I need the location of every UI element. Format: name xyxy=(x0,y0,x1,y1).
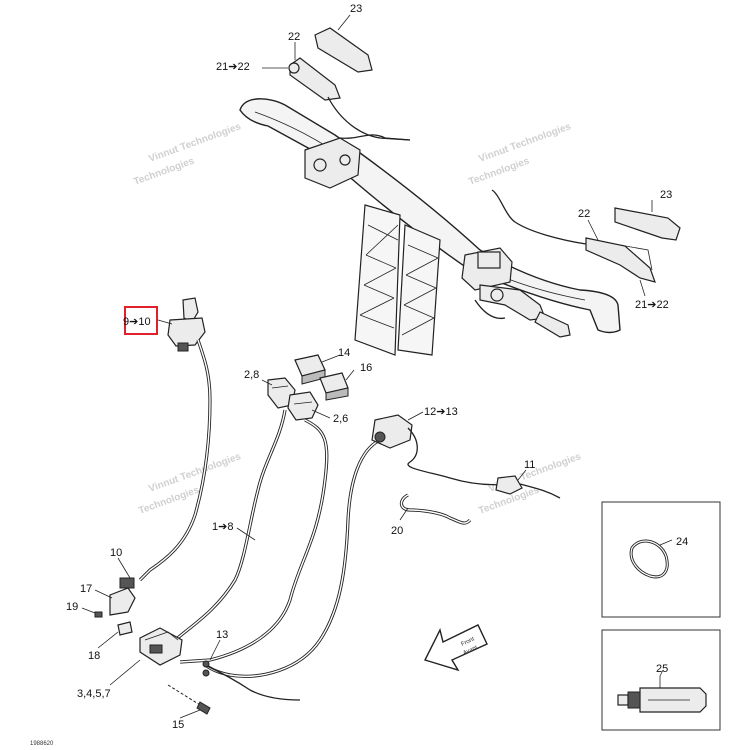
callout-2-6: 2,6 xyxy=(333,413,348,425)
callout-labels: 23 22 21➔22 23 22 21➔22 9➔10 14 16 2,8 2… xyxy=(66,3,688,731)
right-grip-assembly xyxy=(491,189,681,283)
callout-14: 14 xyxy=(338,347,350,359)
fuse-18 xyxy=(117,621,133,636)
callout-13: 13 xyxy=(216,629,228,641)
callout-12-13: 12➔13 xyxy=(424,406,458,418)
inset-box-25 xyxy=(601,629,721,731)
callout-25: 25 xyxy=(656,663,668,675)
callout-22b: 22 xyxy=(578,208,590,220)
callout-9-10: 9➔10 xyxy=(123,316,151,328)
callout-21-22a: 21➔22 xyxy=(216,61,250,73)
handlebar-riser xyxy=(354,204,441,356)
highlight-box xyxy=(124,306,158,335)
junction-box-3457 xyxy=(139,627,183,666)
callout-19: 19 xyxy=(66,601,78,613)
callout-20: 20 xyxy=(391,525,403,537)
watermark-6: Technologies xyxy=(137,485,201,517)
connector-14 xyxy=(294,354,326,385)
front-direction-arrow: Front Avant xyxy=(424,624,488,672)
watermark-4: Technologies xyxy=(467,156,531,188)
tie-13 xyxy=(202,660,210,668)
connector-16 xyxy=(319,372,349,401)
watermark-1: Vinnut Technologies xyxy=(147,121,243,165)
callout-23a: 23 xyxy=(350,3,362,15)
callout-2-8: 2,8 xyxy=(244,369,259,381)
callout-22a: 22 xyxy=(288,31,300,43)
callout-16: 16 xyxy=(360,362,372,374)
callout-3-4-5-7: 3,4,5,7 xyxy=(77,688,111,700)
clip-20 xyxy=(399,493,472,525)
arrow-label-front: Front xyxy=(460,636,476,647)
callout-15: 15 xyxy=(172,719,184,731)
callout-17: 17 xyxy=(80,583,92,595)
left-grip-assembly xyxy=(288,27,411,141)
callout-23b: 23 xyxy=(660,189,672,201)
right-control-assembly xyxy=(461,247,571,338)
sensor-9-10 xyxy=(157,297,206,352)
screw-15 xyxy=(167,684,211,715)
wire-main-harness xyxy=(179,418,329,664)
callout-24: 24 xyxy=(676,536,688,548)
figure-id: 1988620 xyxy=(30,741,54,747)
connector-17 xyxy=(109,577,136,616)
grommet-19 xyxy=(94,611,103,618)
leader-lines xyxy=(81,14,664,719)
inset-box-24 xyxy=(601,501,721,618)
connector-2-6 xyxy=(287,391,319,421)
switch-11 xyxy=(495,475,561,499)
callout-21-22b: 21➔22 xyxy=(635,299,669,311)
callout-18: 18 xyxy=(88,650,100,662)
callout-11: 11 xyxy=(524,459,535,471)
left-switch-housing xyxy=(304,134,411,189)
sensor-12-13 xyxy=(371,414,511,486)
wire-sensor xyxy=(138,339,212,582)
watermark-2: Technologies xyxy=(132,156,196,188)
callout-10: 10 xyxy=(110,547,122,559)
callout-1-8: 1➔8 xyxy=(212,521,233,533)
